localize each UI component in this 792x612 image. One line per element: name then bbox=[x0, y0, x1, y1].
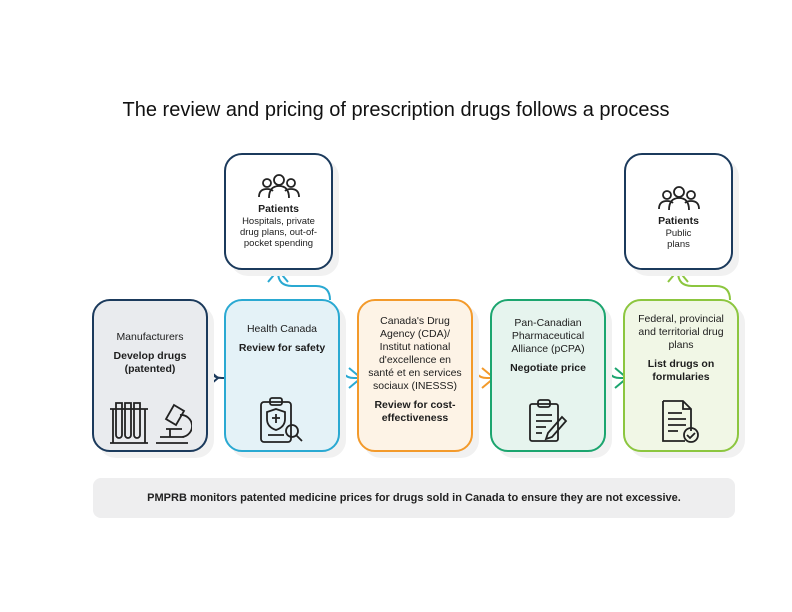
step-org: Health Canada bbox=[246, 323, 318, 335]
step-action: Negotiate price bbox=[510, 362, 586, 374]
people-group-icon bbox=[657, 186, 700, 211]
arrow-2 bbox=[339, 359, 360, 379]
step-action: Review for cost-effectiveness bbox=[374, 399, 456, 424]
step-org: Manufacturers bbox=[116, 331, 184, 343]
arrow-up-2 bbox=[677, 270, 731, 301]
document-check-icon bbox=[662, 400, 699, 443]
step-pcpa: Pan-Canadian Pharmaceutical Alliance (pC… bbox=[490, 299, 606, 452]
page-title: The review and pricing of prescription d… bbox=[122, 99, 670, 121]
patients-title: Patients bbox=[658, 215, 699, 227]
people-group-icon bbox=[257, 174, 300, 199]
patients-box-public: Patients Public plans bbox=[624, 153, 733, 270]
pmprb-note-banner: PMPRB monitors patented medicine prices … bbox=[93, 478, 735, 518]
step-org: Pan-Canadian Pharmaceutical Alliance (pC… bbox=[511, 317, 585, 355]
step-action: Develop drugs (patented) bbox=[113, 350, 187, 375]
patients-desc: Public plans bbox=[665, 228, 692, 250]
step-action: Review for safety bbox=[238, 342, 326, 354]
clipboard-shield-search-icon bbox=[260, 397, 303, 443]
arrow-3 bbox=[472, 359, 493, 379]
step-action: List drugs on formularies bbox=[647, 358, 715, 383]
clipboard-pen-icon bbox=[529, 399, 568, 442]
lab-microscope-icon bbox=[110, 402, 192, 444]
patients-desc: Hospitals, private drug plans, out-of-po… bbox=[239, 216, 318, 249]
step-cda-inesss: Canada's Drug Agency (CDA)/ Institut nat… bbox=[357, 299, 473, 452]
step-drug-plans: Federal, provincial and territorial drug… bbox=[623, 299, 739, 452]
arrow-up-1 bbox=[277, 270, 331, 301]
patients-box-private: Patients Hospitals, private drug plans, … bbox=[224, 153, 333, 270]
step-org: Canada's Drug Agency (CDA)/ Institut nat… bbox=[368, 315, 462, 392]
step-org: Federal, provincial and territorial drug… bbox=[638, 313, 724, 351]
arrow-4 bbox=[605, 359, 626, 379]
patients-title: Patients bbox=[258, 203, 299, 215]
